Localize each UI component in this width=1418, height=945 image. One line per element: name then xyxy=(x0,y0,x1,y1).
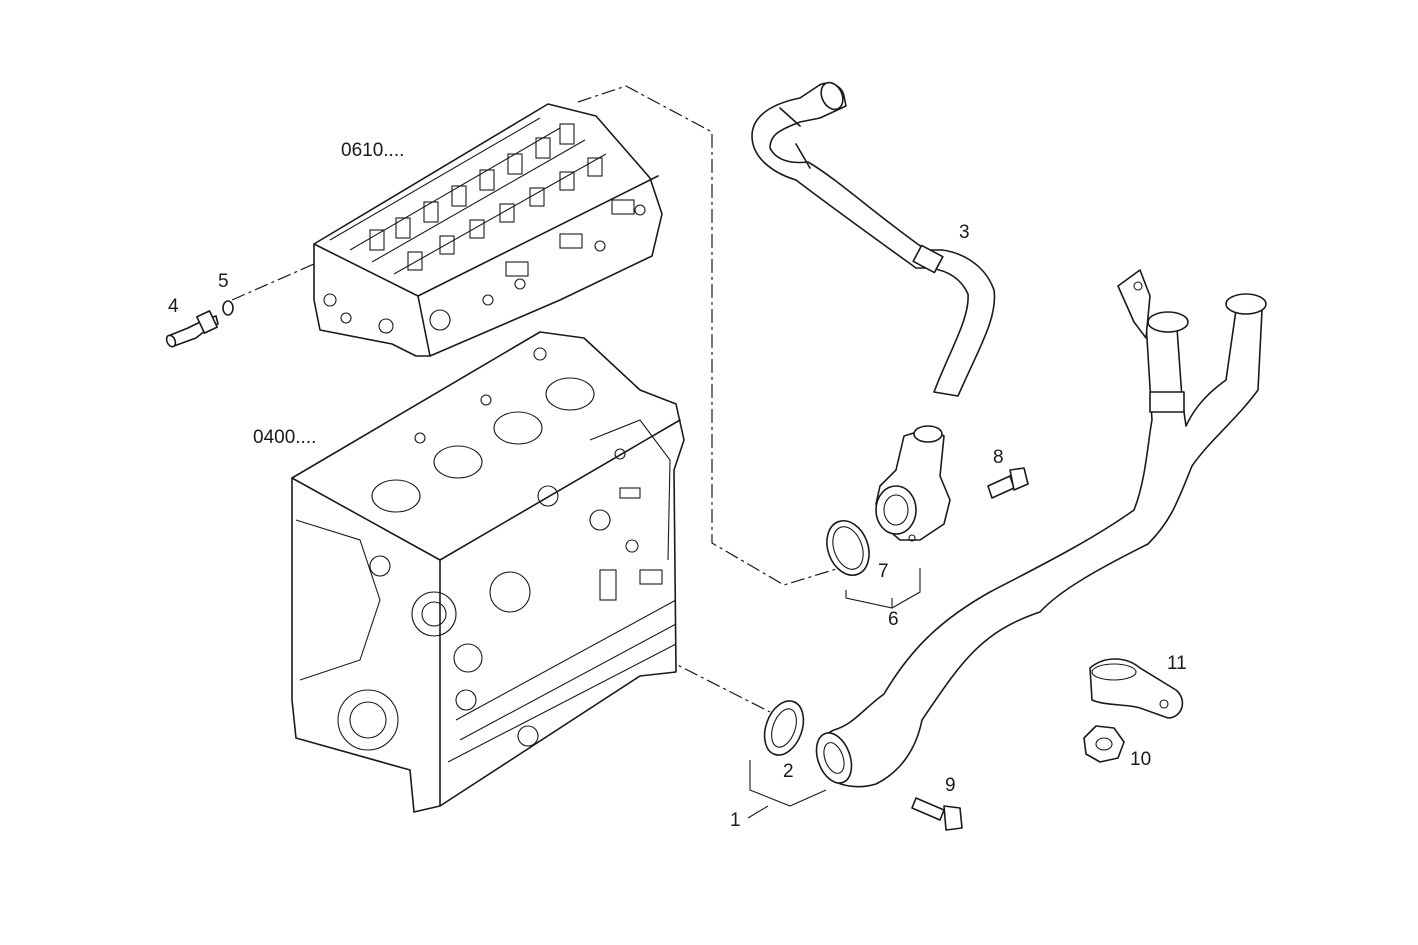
part-1-lower-pipe xyxy=(815,269,1267,788)
label-item-7: 7 xyxy=(878,561,889,582)
part-8-bolt xyxy=(987,467,1029,499)
label-item-8: 8 xyxy=(993,447,1004,468)
label-item-4: 4 xyxy=(168,296,179,317)
engine-block xyxy=(291,331,685,813)
callout-brackets xyxy=(747,568,921,819)
part-11-clamp xyxy=(1089,658,1184,719)
label-item-6: 6 xyxy=(888,609,899,630)
part-6-outlet-housing xyxy=(875,425,951,542)
label-item-5: 5 xyxy=(218,271,229,292)
label-item-10: 10 xyxy=(1130,749,1152,770)
part-5-o-ring xyxy=(222,300,234,316)
part-7-o-ring xyxy=(826,520,870,576)
label-group-0400: 0400.... xyxy=(253,427,317,448)
part-2-o-ring xyxy=(763,700,805,756)
part-4-fitting xyxy=(165,310,219,348)
part-10-nut xyxy=(1083,725,1125,763)
label-item-1: 1 xyxy=(730,810,741,831)
label-group-0610: 0610.... xyxy=(341,140,405,161)
label-item-9: 9 xyxy=(945,775,956,796)
label-item-2: 2 xyxy=(783,761,794,782)
label-item-11: 11 xyxy=(1167,653,1187,674)
label-item-3: 3 xyxy=(959,222,970,243)
cylinder-head xyxy=(313,103,663,357)
part-9-bolt xyxy=(911,797,963,831)
part-3-upper-hose xyxy=(751,81,996,397)
